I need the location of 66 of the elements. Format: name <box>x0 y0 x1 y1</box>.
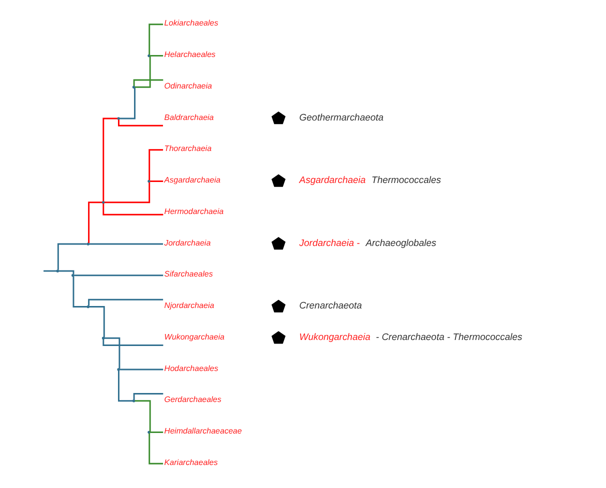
connector <box>133 79 164 86</box>
node-point <box>148 430 150 434</box>
node-text: Thorarchaeia <box>164 144 212 154</box>
node-label: Wukongarchaeia <box>299 332 370 343</box>
connector <box>102 118 118 202</box>
connector <box>150 180 164 182</box>
node-text: Hermodarchaeia <box>164 206 224 216</box>
node-point <box>102 336 105 340</box>
node-text: Sifarchaeales <box>164 270 213 279</box>
node-point <box>71 274 74 277</box>
connector <box>88 298 164 306</box>
node-point <box>117 117 120 120</box>
connector <box>150 55 164 56</box>
node-label: Geothermarchaeota <box>299 112 384 124</box>
node-text: Lokiarchaeales <box>164 18 218 28</box>
connector <box>120 88 136 120</box>
connector <box>118 370 133 402</box>
connector <box>89 243 164 245</box>
connector <box>102 339 164 346</box>
node-text: Heimdallarchaeaceae <box>164 426 242 436</box>
node-point <box>56 270 60 272</box>
node-text: Jordarchaeia <box>164 238 211 248</box>
node-point <box>86 305 90 308</box>
node-text: Njordarchaeia <box>164 301 214 310</box>
node-point <box>86 242 90 246</box>
connector <box>120 368 164 370</box>
node-label: Thermococcales <box>372 175 442 186</box>
node-text: Helarchaeales <box>164 50 216 60</box>
connector <box>102 204 164 216</box>
node-label: Crenarchaeota <box>299 300 362 312</box>
connector <box>134 56 151 88</box>
node-point <box>132 399 136 402</box>
connector <box>133 393 164 400</box>
node-point <box>102 201 105 204</box>
connector <box>58 270 74 274</box>
connector <box>118 120 163 126</box>
node-pentagon <box>272 174 286 187</box>
node-text: Kariarchaeales <box>164 458 218 467</box>
connector <box>88 202 102 243</box>
node-pentagon <box>272 237 286 250</box>
connector <box>44 270 57 272</box>
connector <box>89 306 105 338</box>
node-text: Baldrarchaeia <box>164 112 214 122</box>
connector <box>104 337 120 369</box>
connector <box>57 243 87 270</box>
node-text: Hodarchaeales <box>164 364 218 373</box>
connector <box>150 432 164 433</box>
node-pentagon <box>272 300 286 312</box>
connector <box>72 276 87 308</box>
node-point <box>132 86 136 89</box>
node-pentagon <box>272 331 286 344</box>
node-pentagon <box>272 111 286 124</box>
node-label: Jordarchaeia - <box>299 238 360 249</box>
node-point <box>148 54 150 58</box>
connector <box>134 400 151 432</box>
node-text: Wukongarchaeia <box>164 332 224 342</box>
node-text: Gerdarchaeales <box>164 395 222 404</box>
connector <box>74 274 164 276</box>
node-text: Odinarchaeia <box>164 81 212 90</box>
node-point <box>117 368 120 371</box>
node-point <box>148 180 150 183</box>
connector <box>104 182 150 204</box>
node-label: - Crenarchaeota - Thermococcales <box>376 332 522 343</box>
node-text: Asgardarchaeia <box>164 176 220 185</box>
node-label: Asgardarchaeia <box>299 175 366 186</box>
node-label: Archaeoglobales <box>366 238 436 249</box>
